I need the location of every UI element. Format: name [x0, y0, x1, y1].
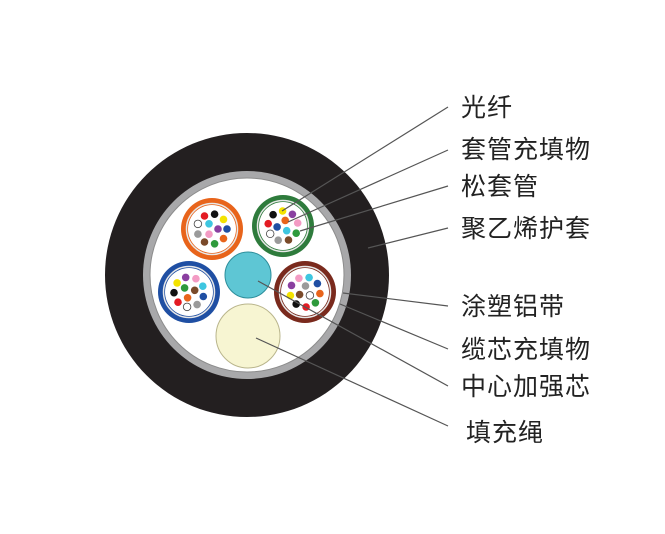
- fiber: [274, 236, 283, 244]
- fiber: [223, 225, 231, 233]
- leader-line-filler-rope: [255, 337, 449, 427]
- tube-inner-edge: [185, 202, 239, 256]
- fiber: [214, 225, 222, 233]
- label-pe-sheath: 聚乙烯护套: [461, 214, 592, 243]
- fiber: [193, 219, 203, 229]
- fiber: [192, 274, 200, 283]
- fiber: [200, 212, 209, 220]
- fiber: [313, 279, 322, 288]
- fiber: [316, 289, 324, 298]
- label-tube-filler: 套管充填物: [461, 135, 592, 164]
- tube-inner-edge: [162, 265, 216, 319]
- leader-line-tube-filler: [287, 149, 449, 223]
- fiber: [170, 288, 178, 297]
- fiber: [205, 230, 213, 238]
- leader-line-aluminum-tape: [342, 292, 449, 307]
- leader-line-strength-member: [257, 280, 449, 387]
- fiber: [301, 282, 310, 290]
- fiber: [266, 229, 275, 238]
- fiber: [205, 220, 213, 228]
- label-aluminum-tape: 涂塑铝带: [461, 292, 566, 321]
- fiber: [199, 292, 208, 301]
- label-fiber: 光纤: [461, 93, 514, 122]
- fiber: [183, 294, 192, 302]
- label-loose-tube: 松套管: [461, 172, 540, 201]
- fiber: [292, 229, 301, 237]
- leader-line-core-filler: [339, 303, 449, 350]
- fiber: [193, 300, 201, 309]
- leader-line-loose-tube: [299, 185, 449, 232]
- fiber: [288, 210, 297, 219]
- label-strength-member: 中心加强芯: [461, 372, 592, 401]
- fiber: [181, 273, 190, 282]
- loose-tube-orange: [181, 198, 243, 260]
- filler-rope: [215, 303, 281, 369]
- fiber: [190, 286, 199, 295]
- fiber: [194, 230, 202, 238]
- fiber: [180, 284, 189, 292]
- tube-inner-edge: [278, 265, 332, 319]
- fiber: [219, 234, 228, 243]
- central-strength-member: [224, 251, 272, 299]
- leader-line-fiber: [281, 106, 449, 212]
- fiber: [182, 302, 192, 312]
- label-core-filler: 缆芯充填物: [461, 335, 592, 364]
- fiber: [200, 238, 209, 246]
- fiber: [210, 210, 219, 218]
- fiber: [295, 290, 304, 299]
- fiber: [284, 236, 293, 244]
- loose-tube-green: [252, 195, 314, 257]
- fiber: [311, 299, 320, 307]
- fiber: [305, 273, 313, 282]
- fiber: [292, 300, 301, 308]
- label-filler-rope: 填充绳: [466, 418, 545, 447]
- fiber: [281, 216, 290, 225]
- fiber: [287, 281, 296, 290]
- fiber: [282, 226, 291, 235]
- tube-inner-edge: [256, 199, 310, 253]
- fiber: [264, 219, 273, 228]
- fiber: [174, 298, 182, 307]
- fiber: [219, 215, 228, 224]
- fiber: [199, 282, 207, 291]
- loose-tube-brown: [274, 261, 336, 323]
- fiber: [293, 219, 302, 227]
- fiber: [305, 291, 315, 300]
- loose-tube-blue: [158, 261, 220, 323]
- leader-line-pe-sheath: [367, 227, 449, 249]
- fiber: [210, 240, 219, 248]
- fiber: [295, 274, 303, 283]
- fiber: [273, 223, 281, 231]
- fiber: [173, 279, 181, 287]
- fiber: [269, 210, 277, 219]
